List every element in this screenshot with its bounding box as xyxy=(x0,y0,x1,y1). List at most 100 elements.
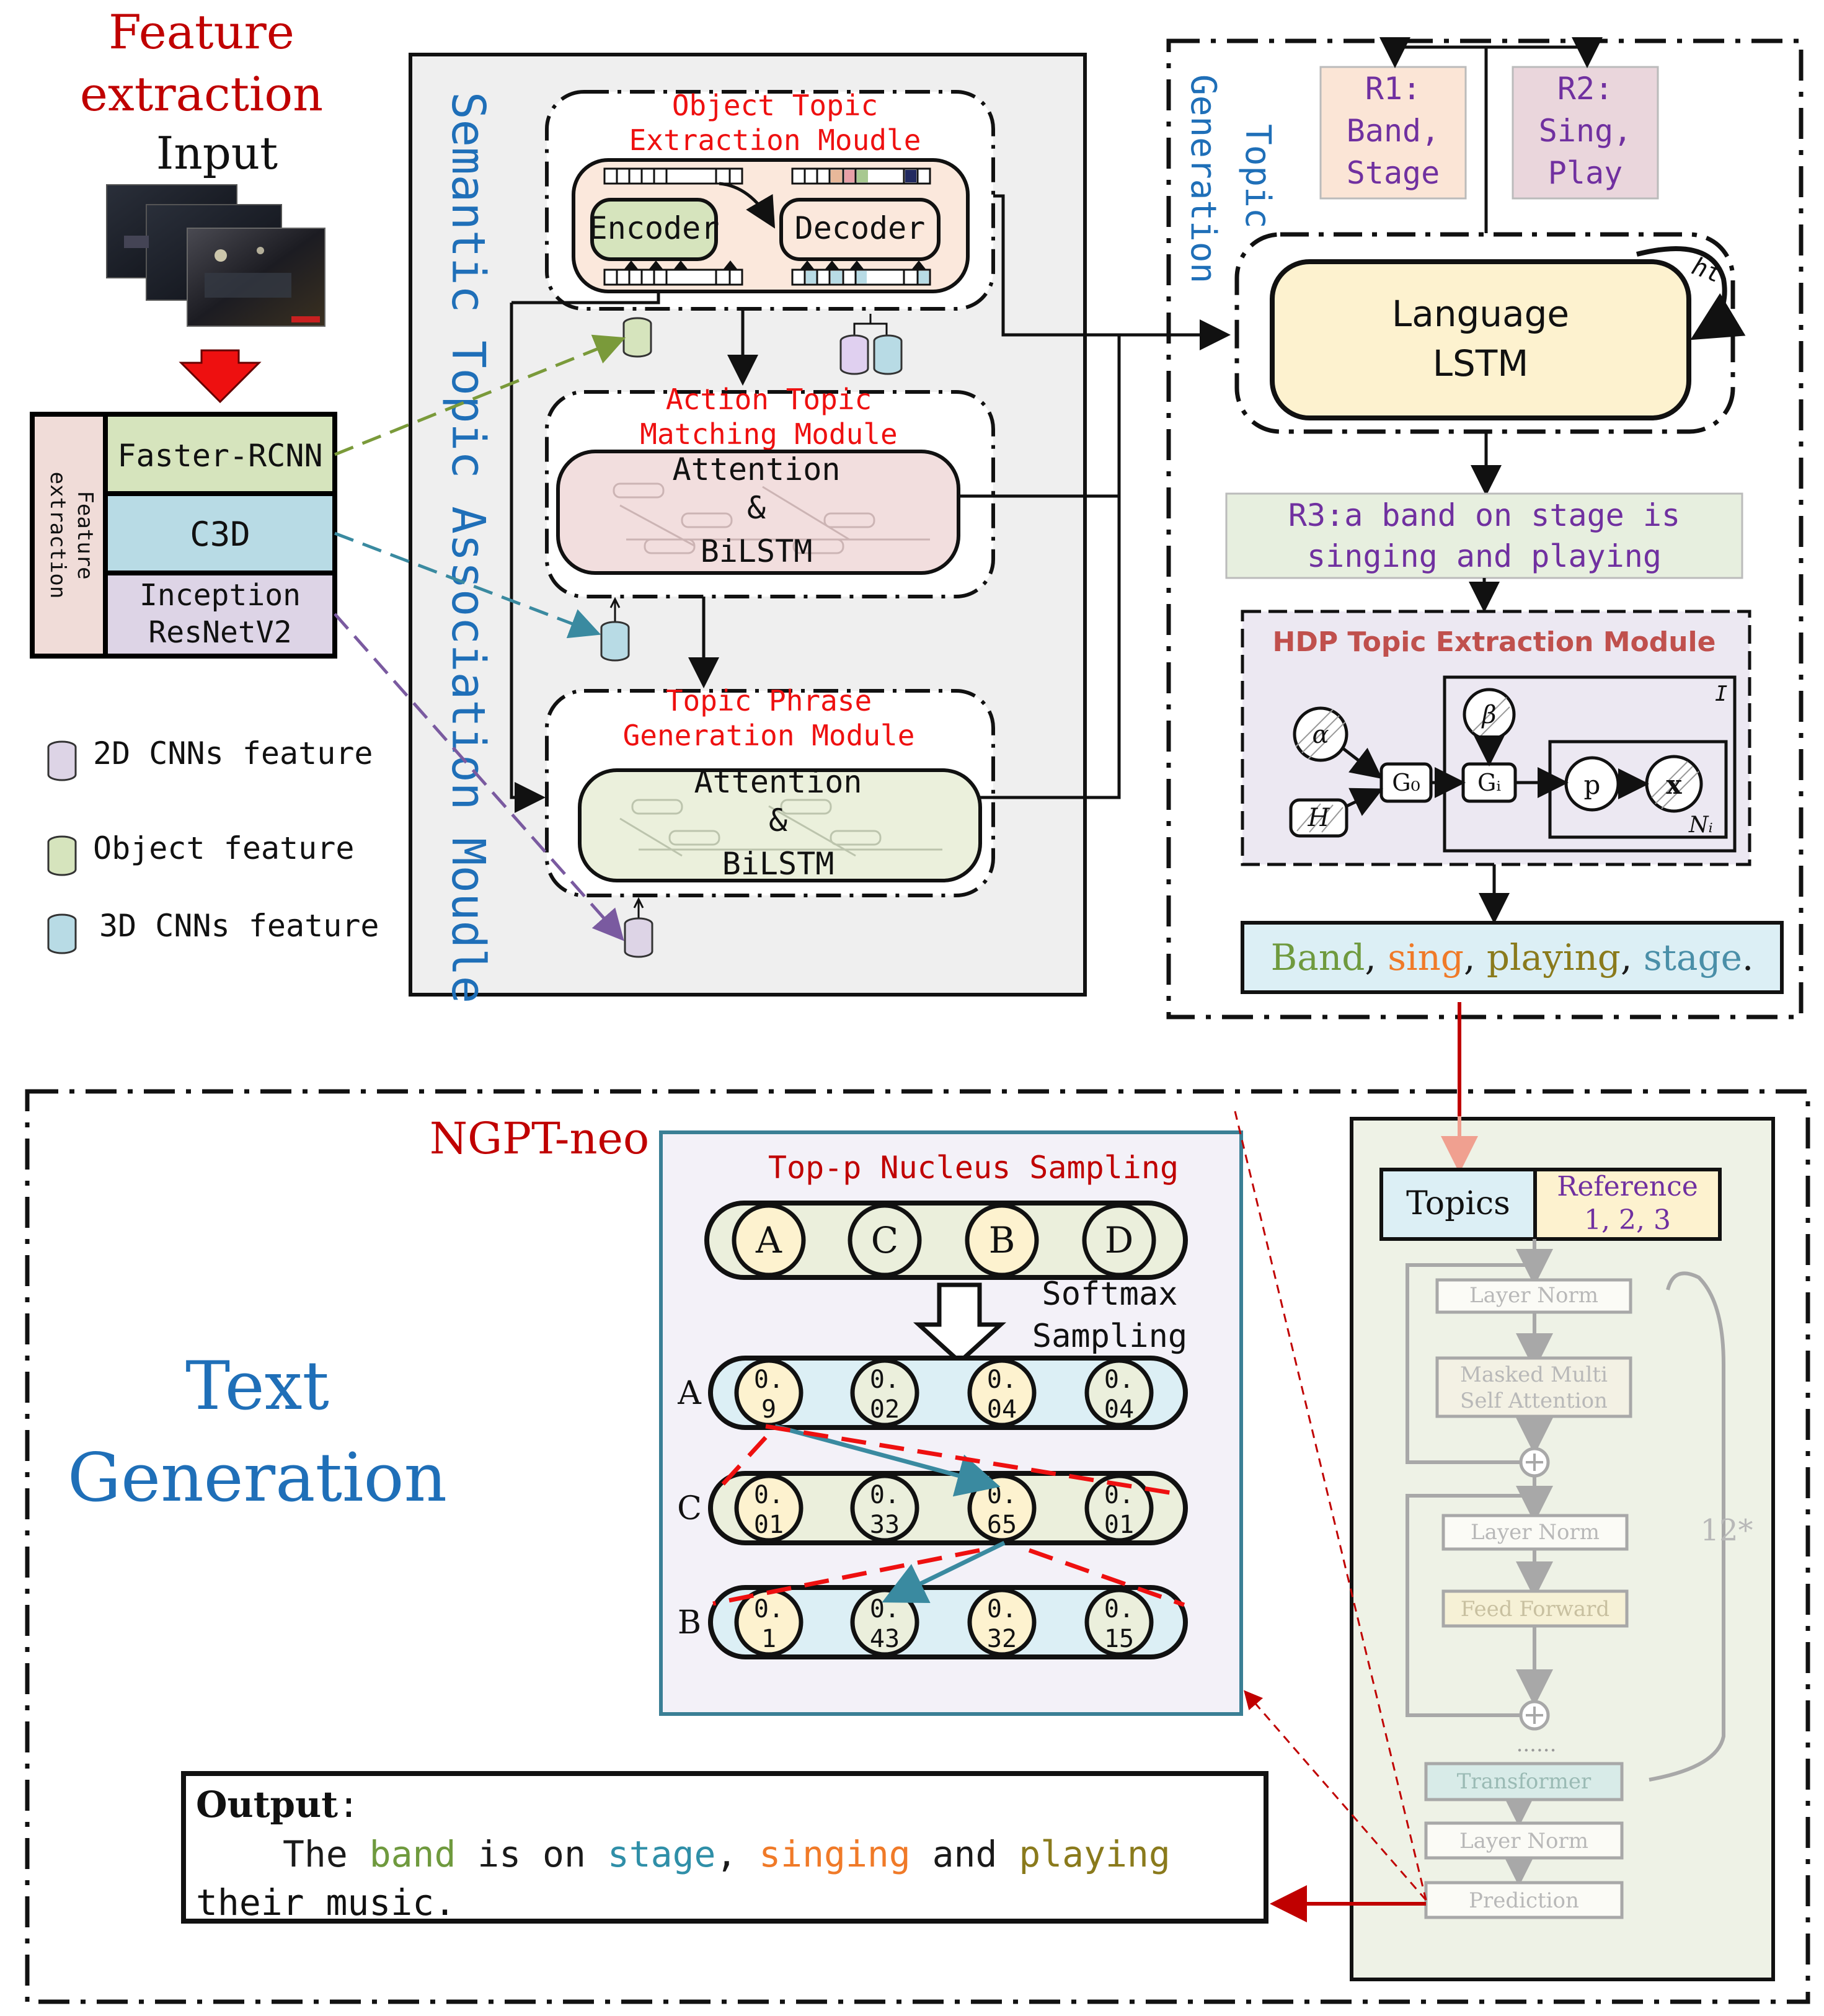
probability-value-part1: 0. xyxy=(987,1365,1017,1394)
text-generation-title-1: Text xyxy=(185,1348,329,1425)
candidate-row xyxy=(704,1201,1188,1280)
legend: 2D CNNs feature Object feature 3D CNNs f… xyxy=(47,735,379,954)
action-attention-box xyxy=(556,450,960,575)
decoder-label: Decoder xyxy=(795,210,926,246)
topic-generation-title-2: Generation xyxy=(1183,74,1223,283)
probability-row xyxy=(708,1585,1188,1659)
topics-output-box xyxy=(1241,921,1784,994)
softmax-line2: Sampling xyxy=(1032,1318,1187,1355)
topics-input-label: Topics xyxy=(1406,1185,1510,1222)
encoder-box xyxy=(590,198,718,261)
zoom-dashed-lines xyxy=(1234,1111,1427,1901)
probability-node xyxy=(1084,1587,1154,1657)
phrase-attention-box xyxy=(578,768,982,882)
row-label: C xyxy=(677,1490,702,1527)
r1-line3: Stage xyxy=(1347,155,1440,191)
r1-r2-connectors xyxy=(1379,37,1603,233)
feature-connection-arrows xyxy=(334,334,626,941)
layer-norm-2-label: Layer Norm xyxy=(1471,1520,1600,1545)
c3d-label: C3D xyxy=(190,515,250,554)
word-segment: stage xyxy=(1644,936,1742,979)
word-segment: . xyxy=(1742,936,1753,979)
word-segment: playing xyxy=(1487,936,1621,979)
feature-extraction-title-2: extraction xyxy=(80,66,323,122)
probability-value-part1: 0. xyxy=(754,1595,784,1623)
residual-add-2-icon xyxy=(1519,1700,1550,1731)
input-label: Input xyxy=(156,127,278,179)
phrase-attn-line3: BiLSTM xyxy=(722,846,835,882)
hdp-title: HDP Topic Extraction Module xyxy=(1273,626,1716,658)
word-segment: sing xyxy=(1388,936,1464,979)
legend-3d-cnn-icon xyxy=(47,913,77,954)
word-segment: and xyxy=(911,1833,1019,1875)
word-segment: stage xyxy=(608,1833,716,1875)
probability-value-part1: 0. xyxy=(1104,1595,1134,1623)
action-attn-line3: BiLSTM xyxy=(701,533,813,569)
resnet-label: ResNetV2 xyxy=(148,615,291,650)
hdp-plate-ni-label: Nᵢ xyxy=(1688,812,1713,838)
output-line1: The band is on stage, singing and playin… xyxy=(283,1833,1171,1875)
action-topic-title-2: Matching Module xyxy=(640,417,897,451)
r2-line2: Sing, xyxy=(1539,113,1632,149)
residual-add-1-icon xyxy=(1519,1447,1550,1478)
reference-line2: 1, 2, 3 xyxy=(1584,1204,1671,1236)
probability-row xyxy=(708,1356,1188,1430)
r2-line1: R2: xyxy=(1557,71,1613,107)
action-topic-title-1: Action Topic xyxy=(666,383,872,416)
output-line2: their music. xyxy=(196,1881,456,1924)
r3-line1: R3:a band on stage is xyxy=(1288,497,1680,533)
sampling-path-arrows xyxy=(712,1424,1185,1607)
hdp-plate-i xyxy=(1443,675,1737,853)
transformer-ellipsis: ...... xyxy=(1516,1732,1557,1757)
decoder-output-cylinders-icon xyxy=(839,314,903,375)
faster-rcnn-label: Faster-RCNN xyxy=(117,438,322,474)
probability-value-part2: 65 xyxy=(987,1511,1017,1539)
video-frames-image xyxy=(106,184,325,327)
probability-value-part1: 0. xyxy=(870,1365,900,1394)
legend-3d-cnn-label: 3D CNNs feature xyxy=(99,908,379,944)
ht-label: ht xyxy=(1688,252,1726,289)
probability-value-part2: 01 xyxy=(1104,1511,1134,1539)
reference-input-box xyxy=(1533,1168,1722,1241)
probability-node xyxy=(734,1587,804,1657)
phrase-lstm-ghost-icon xyxy=(619,799,942,857)
softmax-line1: Softmax xyxy=(1042,1276,1177,1313)
semantic-topic-vertical-title: Semantic Topic Association Moudle xyxy=(441,92,495,1003)
hdp-alpha-label: α xyxy=(1312,721,1329,749)
output-label: Output xyxy=(196,1783,338,1826)
layer-norm-2-box xyxy=(1441,1514,1629,1551)
hdp-h-node xyxy=(1289,798,1348,838)
probability-node xyxy=(850,1473,919,1543)
object-topic-title-2: Extraction Moudle xyxy=(629,123,921,157)
candidate-label: D xyxy=(1105,1219,1134,1261)
probability-value-part2: 04 xyxy=(1104,1395,1134,1424)
candidate-node xyxy=(732,1203,806,1277)
feature-extraction-side-label-2: extraction xyxy=(45,472,70,599)
3d-feature-cylinder-icon xyxy=(600,621,630,662)
repeat-label: 12* xyxy=(1700,1513,1753,1548)
word-segment: , xyxy=(1621,936,1644,979)
feature-extraction-title-1: Feature xyxy=(108,4,294,60)
encoder-label: Encoder xyxy=(589,210,720,246)
text-generation-panel: Text Generation NGPT-neo Top-p Nucleus S… xyxy=(25,1002,1810,2004)
object-feature-cylinder-icon xyxy=(622,317,652,358)
word-segment: , xyxy=(1464,936,1487,979)
row-label: B xyxy=(678,1604,701,1641)
legend-2d-cnn-label: 2D CNNs feature xyxy=(93,735,373,771)
c3d-box xyxy=(103,491,337,575)
probability-node xyxy=(850,1358,919,1428)
masked-line1: Masked Multi xyxy=(1460,1362,1608,1387)
probability-value-part2: 01 xyxy=(754,1511,784,1539)
feed-forward-label: Feed Forward xyxy=(1461,1597,1609,1622)
topic-phrase-title-2: Generation Module xyxy=(623,719,915,752)
probability-value-part2: 1 xyxy=(761,1625,776,1653)
layer-norm-3-label: Layer Norm xyxy=(1459,1829,1588,1854)
token-up-arrows xyxy=(624,260,926,270)
probability-value-part1: 0. xyxy=(754,1481,784,1509)
probability-value-part2: 32 xyxy=(987,1625,1017,1653)
word-segment: is on xyxy=(456,1833,607,1875)
hdp-beta-label: β xyxy=(1481,701,1496,729)
